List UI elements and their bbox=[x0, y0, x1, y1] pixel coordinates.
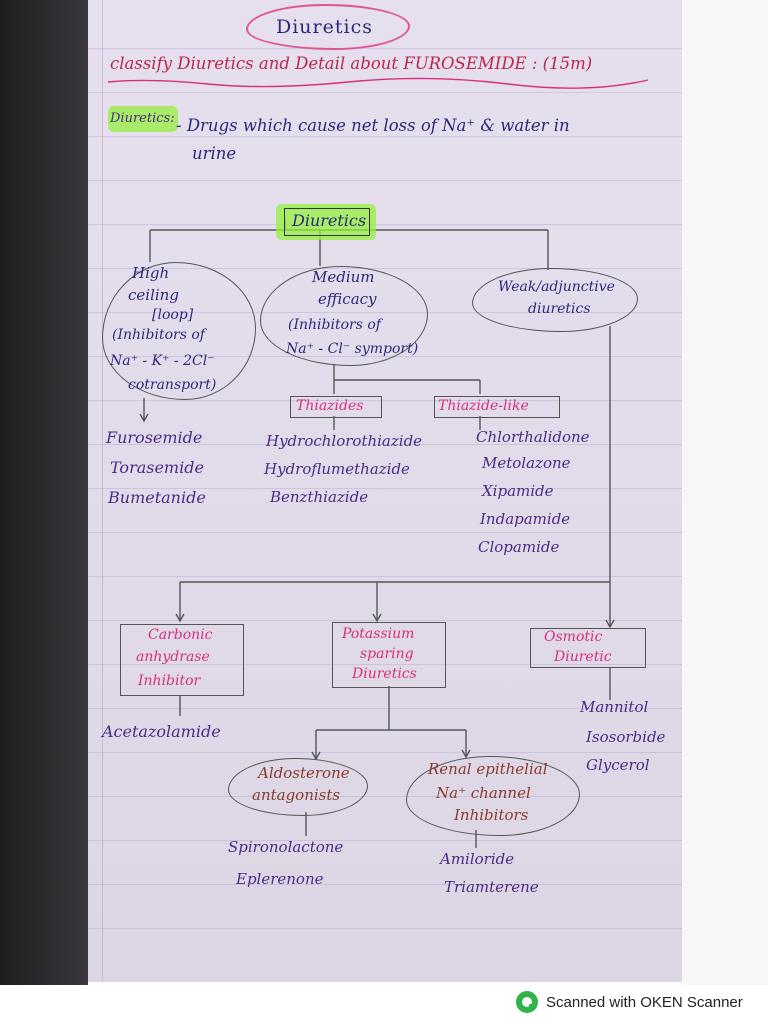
renal-line-2: Na⁺ channel bbox=[436, 784, 531, 802]
drug-benzthiazide: Benzthiazide bbox=[270, 488, 369, 506]
question-underline bbox=[107, 77, 649, 89]
scanner-logo-icon bbox=[516, 991, 538, 1013]
drug-chlorthalidone: Chlorthalidone bbox=[476, 428, 590, 446]
definition-term: Diuretics: bbox=[110, 111, 175, 126]
weak-diuretics-cloud bbox=[472, 268, 638, 332]
osmotic-diuretic-box bbox=[530, 628, 646, 668]
carbonic-line-3: Inhibitor bbox=[138, 673, 201, 689]
weak-line-1: Weak/adjunctive bbox=[498, 279, 615, 295]
drug-xipamide: Xipamide bbox=[482, 482, 554, 500]
definition-highlight bbox=[108, 106, 178, 132]
high-ceiling-line-5: Na⁺ - K⁺ - 2Cl⁻ bbox=[110, 353, 215, 369]
notebook-page: Diuretics classify Diuretics and Detail … bbox=[88, 0, 682, 982]
carbonic-line-1: Carbonic bbox=[148, 627, 213, 643]
drug-furosemide: Furosemide bbox=[106, 428, 203, 447]
root-highlight bbox=[276, 204, 376, 240]
thiazides-box bbox=[290, 396, 382, 418]
drug-hydrochlorothiazide: Hydrochlorothiazide bbox=[266, 432, 423, 450]
drug-bumetanide: Bumetanide bbox=[108, 488, 206, 507]
drug-torasemide: Torasemide bbox=[110, 458, 204, 477]
potassium-line-3: Diuretics bbox=[352, 666, 417, 682]
aldosterone-line-1: Aldosterone bbox=[258, 764, 350, 782]
potassium-line-1: Potassium bbox=[342, 626, 415, 642]
medium-efficacy-cloud bbox=[260, 266, 428, 366]
scanner-footer-text: Scanned with OKEN Scanner bbox=[546, 993, 743, 1011]
root-box bbox=[284, 208, 370, 236]
definition-line-2: urine bbox=[192, 144, 237, 163]
drug-amiloride: Amiloride bbox=[440, 850, 515, 868]
title-cloud bbox=[246, 4, 410, 50]
potassium-sparing-box bbox=[332, 622, 446, 688]
dark-background-left bbox=[0, 0, 88, 985]
drug-triamterene: Triamterene bbox=[444, 878, 539, 896]
root-label: Diuretics bbox=[292, 211, 367, 230]
thiazide-like-label: Thiazide-like bbox=[438, 398, 529, 414]
drug-spironolactone: Spironolactone bbox=[228, 838, 344, 856]
medium-line-3: (Inhibitors of bbox=[288, 317, 381, 333]
thiazides-label: Thiazides bbox=[296, 398, 364, 414]
high-ceiling-line-4: (Inhibitors of bbox=[112, 327, 205, 343]
osmotic-line-2: Diuretic bbox=[554, 649, 612, 665]
drug-acetazolamide: Acetazolamide bbox=[102, 722, 221, 741]
potassium-line-2: sparing bbox=[360, 646, 414, 662]
medium-line-2: efficacy bbox=[318, 290, 377, 308]
carbonic-anhydrase-box bbox=[120, 624, 244, 696]
high-ceiling-line-3: [loop] bbox=[152, 307, 194, 323]
renal-line-1: Renal epithelial bbox=[428, 760, 548, 778]
background-right bbox=[682, 0, 768, 985]
question-text: classify Diuretics and Detail about FURO… bbox=[110, 54, 593, 73]
high-ceiling-line-2: ceiling bbox=[128, 286, 179, 304]
osmotic-line-1: Osmotic bbox=[544, 629, 603, 645]
drug-indapamide: Indapamide bbox=[480, 510, 571, 528]
definition-line-1: - Drugs which cause net loss of Na⁺ & wa… bbox=[176, 116, 570, 135]
renal-line-3: Inhibitors bbox=[454, 806, 529, 824]
high-ceiling-line-1: High bbox=[132, 264, 170, 282]
medium-line-1: Medium bbox=[312, 268, 375, 286]
drug-eplerenone: Eplerenone bbox=[236, 870, 324, 888]
drug-glycerol: Glycerol bbox=[586, 756, 650, 774]
drug-hydroflumethazide: Hydroflumethazide bbox=[264, 460, 410, 478]
drug-clopamide: Clopamide bbox=[478, 538, 560, 556]
high-ceiling-line-6: cotransport) bbox=[128, 377, 217, 393]
drug-mannitol: Mannitol bbox=[580, 698, 649, 716]
high-ceiling-cloud bbox=[102, 262, 256, 400]
weak-line-2: diuretics bbox=[528, 301, 591, 317]
aldosterone-line-2: antagonists bbox=[252, 786, 341, 804]
drug-isosorbide: Isosorbide bbox=[586, 728, 666, 746]
aldosterone-cloud bbox=[228, 758, 368, 816]
renal-epithelial-cloud bbox=[406, 756, 580, 836]
page-title: Diuretics bbox=[276, 16, 373, 38]
thiazide-like-box bbox=[434, 396, 560, 418]
medium-line-4: Na⁺ - Cl⁻ symport) bbox=[286, 341, 419, 357]
drug-metolazone: Metolazone bbox=[482, 454, 571, 472]
scanner-footer: Scanned with OKEN Scanner bbox=[516, 989, 743, 1015]
flowchart-connectors bbox=[139, 218, 615, 848]
carbonic-line-2: anhydrase bbox=[136, 649, 210, 665]
